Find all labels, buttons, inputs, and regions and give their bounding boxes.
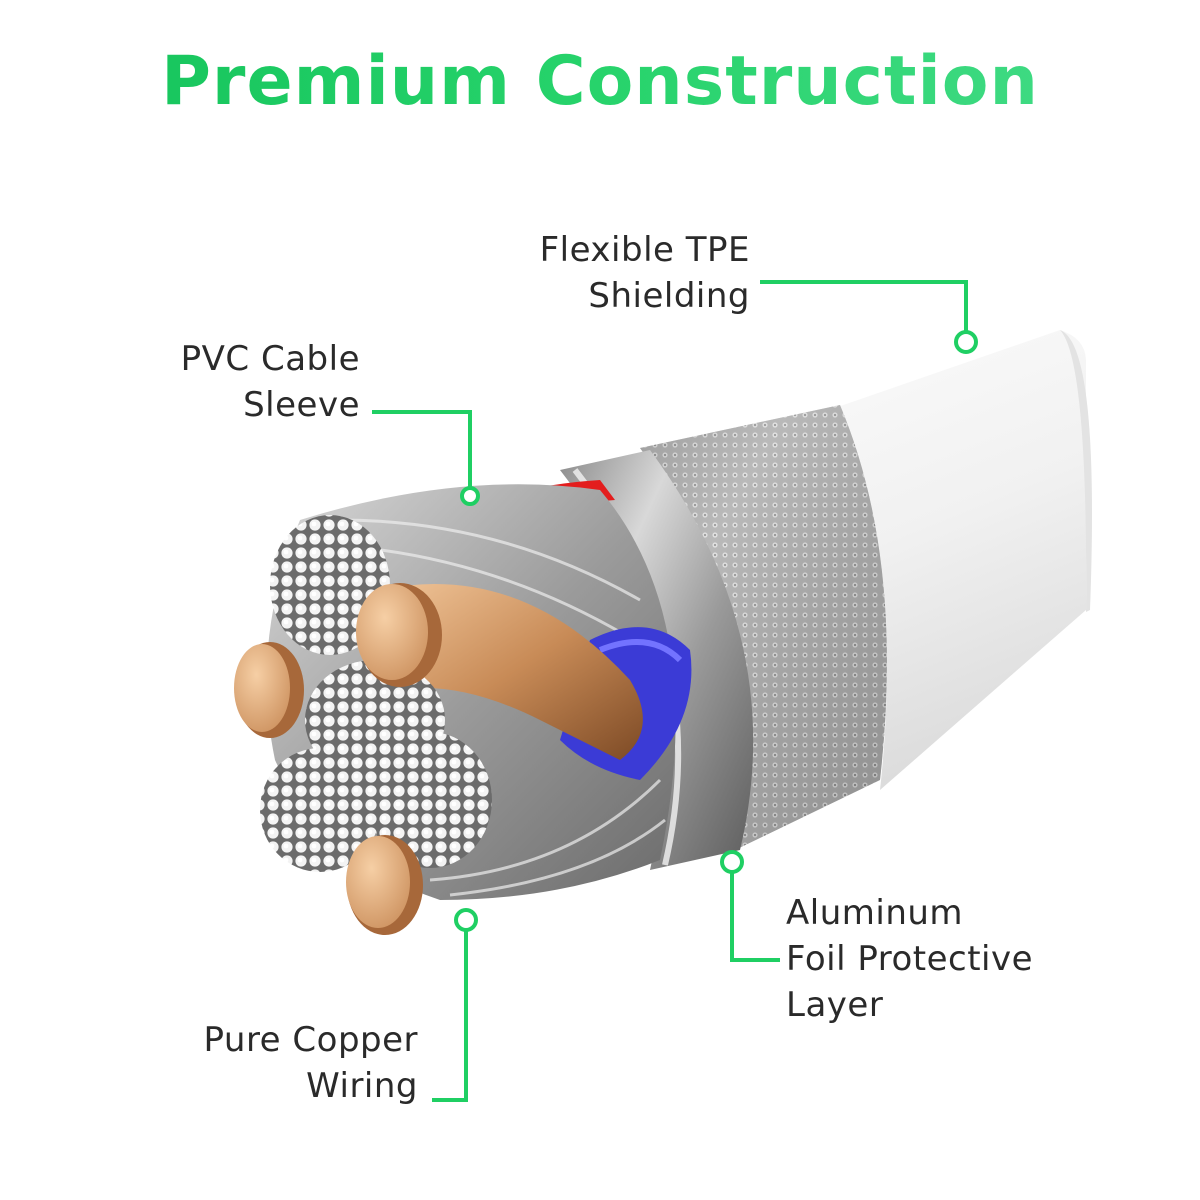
pvc-dot xyxy=(460,486,480,506)
copper-wire-main xyxy=(380,584,643,760)
label-foil-line2: Foil Protective xyxy=(786,939,1034,979)
tpe-dot xyxy=(954,330,978,354)
foil-leader xyxy=(730,872,780,962)
tpe-leader xyxy=(760,280,968,332)
page-title: Premium Construction xyxy=(0,42,1200,121)
label-pvc-line2: Sleeve xyxy=(243,385,360,425)
outer-jacket xyxy=(800,330,1086,790)
callout-lines xyxy=(372,280,978,1102)
foil-dot xyxy=(720,850,744,874)
label-foil-line3: Layer xyxy=(786,985,884,1025)
label-pvc-sleeve: PVC Cable Sleeve xyxy=(150,336,360,428)
strand-clusters xyxy=(260,515,492,872)
label-copper-line1: Pure Copper xyxy=(203,1020,418,1060)
label-tpe-line1: Flexible TPE xyxy=(539,230,750,270)
label-tpe-line2: Shielding xyxy=(588,276,750,316)
copper-leader xyxy=(432,930,468,1102)
label-aluminum-foil: Aluminum Foil Protective Layer xyxy=(786,890,1106,1028)
pvc-leader xyxy=(372,410,472,488)
copper-ends xyxy=(234,583,442,935)
label-pure-copper: Pure Copper Wiring xyxy=(160,1017,418,1109)
label-pvc-line1: PVC Cable xyxy=(180,339,360,379)
label-foil-line1: Aluminum xyxy=(786,893,964,933)
label-tpe-shielding: Flexible TPE Shielding xyxy=(520,227,750,319)
label-copper-line2: Wiring xyxy=(306,1066,418,1106)
copper-dot xyxy=(454,908,478,932)
